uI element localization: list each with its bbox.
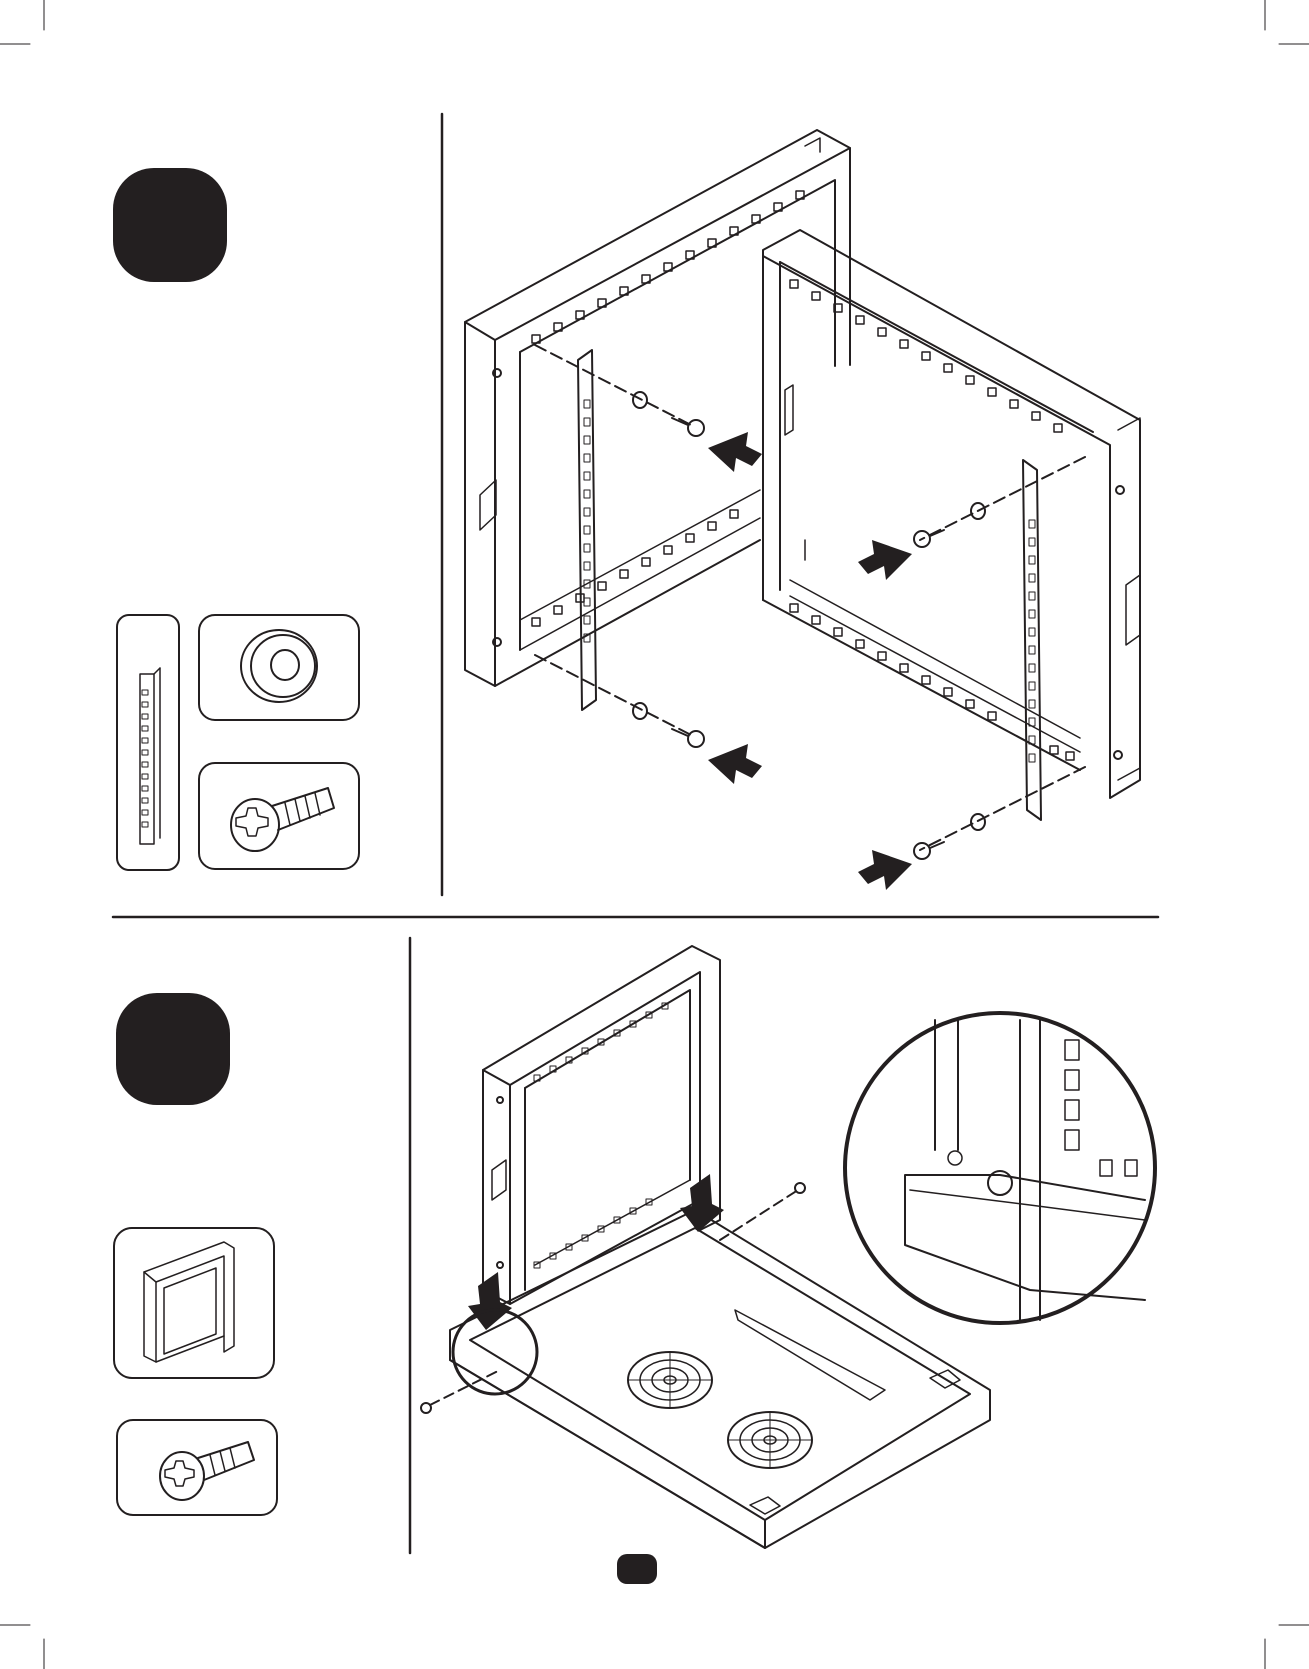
left-rail-holes <box>584 400 590 642</box>
cage-nut-icon <box>241 630 317 702</box>
step-1-screw-guides <box>535 345 1085 859</box>
arrow-icon <box>708 744 762 784</box>
screw-icon <box>160 1442 254 1500</box>
right-rail-holes <box>1029 520 1035 762</box>
part-screw-box <box>199 763 359 869</box>
rack-frame-upright <box>483 946 720 1304</box>
fan-grille-icon <box>628 1352 712 1408</box>
step-2-arrows <box>468 1174 724 1330</box>
part-cage-nut-box <box>199 615 359 720</box>
screw-icon <box>231 788 334 851</box>
step-1-arrows <box>708 432 912 890</box>
part-rail-box <box>117 615 179 870</box>
front-rack-frame <box>763 230 1140 798</box>
part-frame-box <box>114 1228 274 1378</box>
screw-icon <box>672 729 704 747</box>
mounting-rail-icon <box>142 690 148 827</box>
right-mounting-rail <box>1023 460 1041 820</box>
screw-icon <box>795 1183 805 1193</box>
detail-callout-circle <box>453 1310 537 1394</box>
screw-icon <box>914 530 944 547</box>
arrow-icon <box>708 432 762 472</box>
rack-frame-icon <box>144 1242 234 1362</box>
arrow-icon <box>858 850 912 890</box>
arrow-icon <box>858 540 912 580</box>
rack-base-tray <box>450 1210 990 1548</box>
left-mounting-rail <box>578 350 596 710</box>
fan-grille-icon <box>728 1412 812 1468</box>
step-2-screw-guides <box>421 1183 805 1413</box>
screw-icon <box>672 418 704 436</box>
part-screw-box-2 <box>117 1420 277 1515</box>
screw-icon <box>421 1403 431 1413</box>
magnified-detail-view <box>845 1013 1155 1323</box>
